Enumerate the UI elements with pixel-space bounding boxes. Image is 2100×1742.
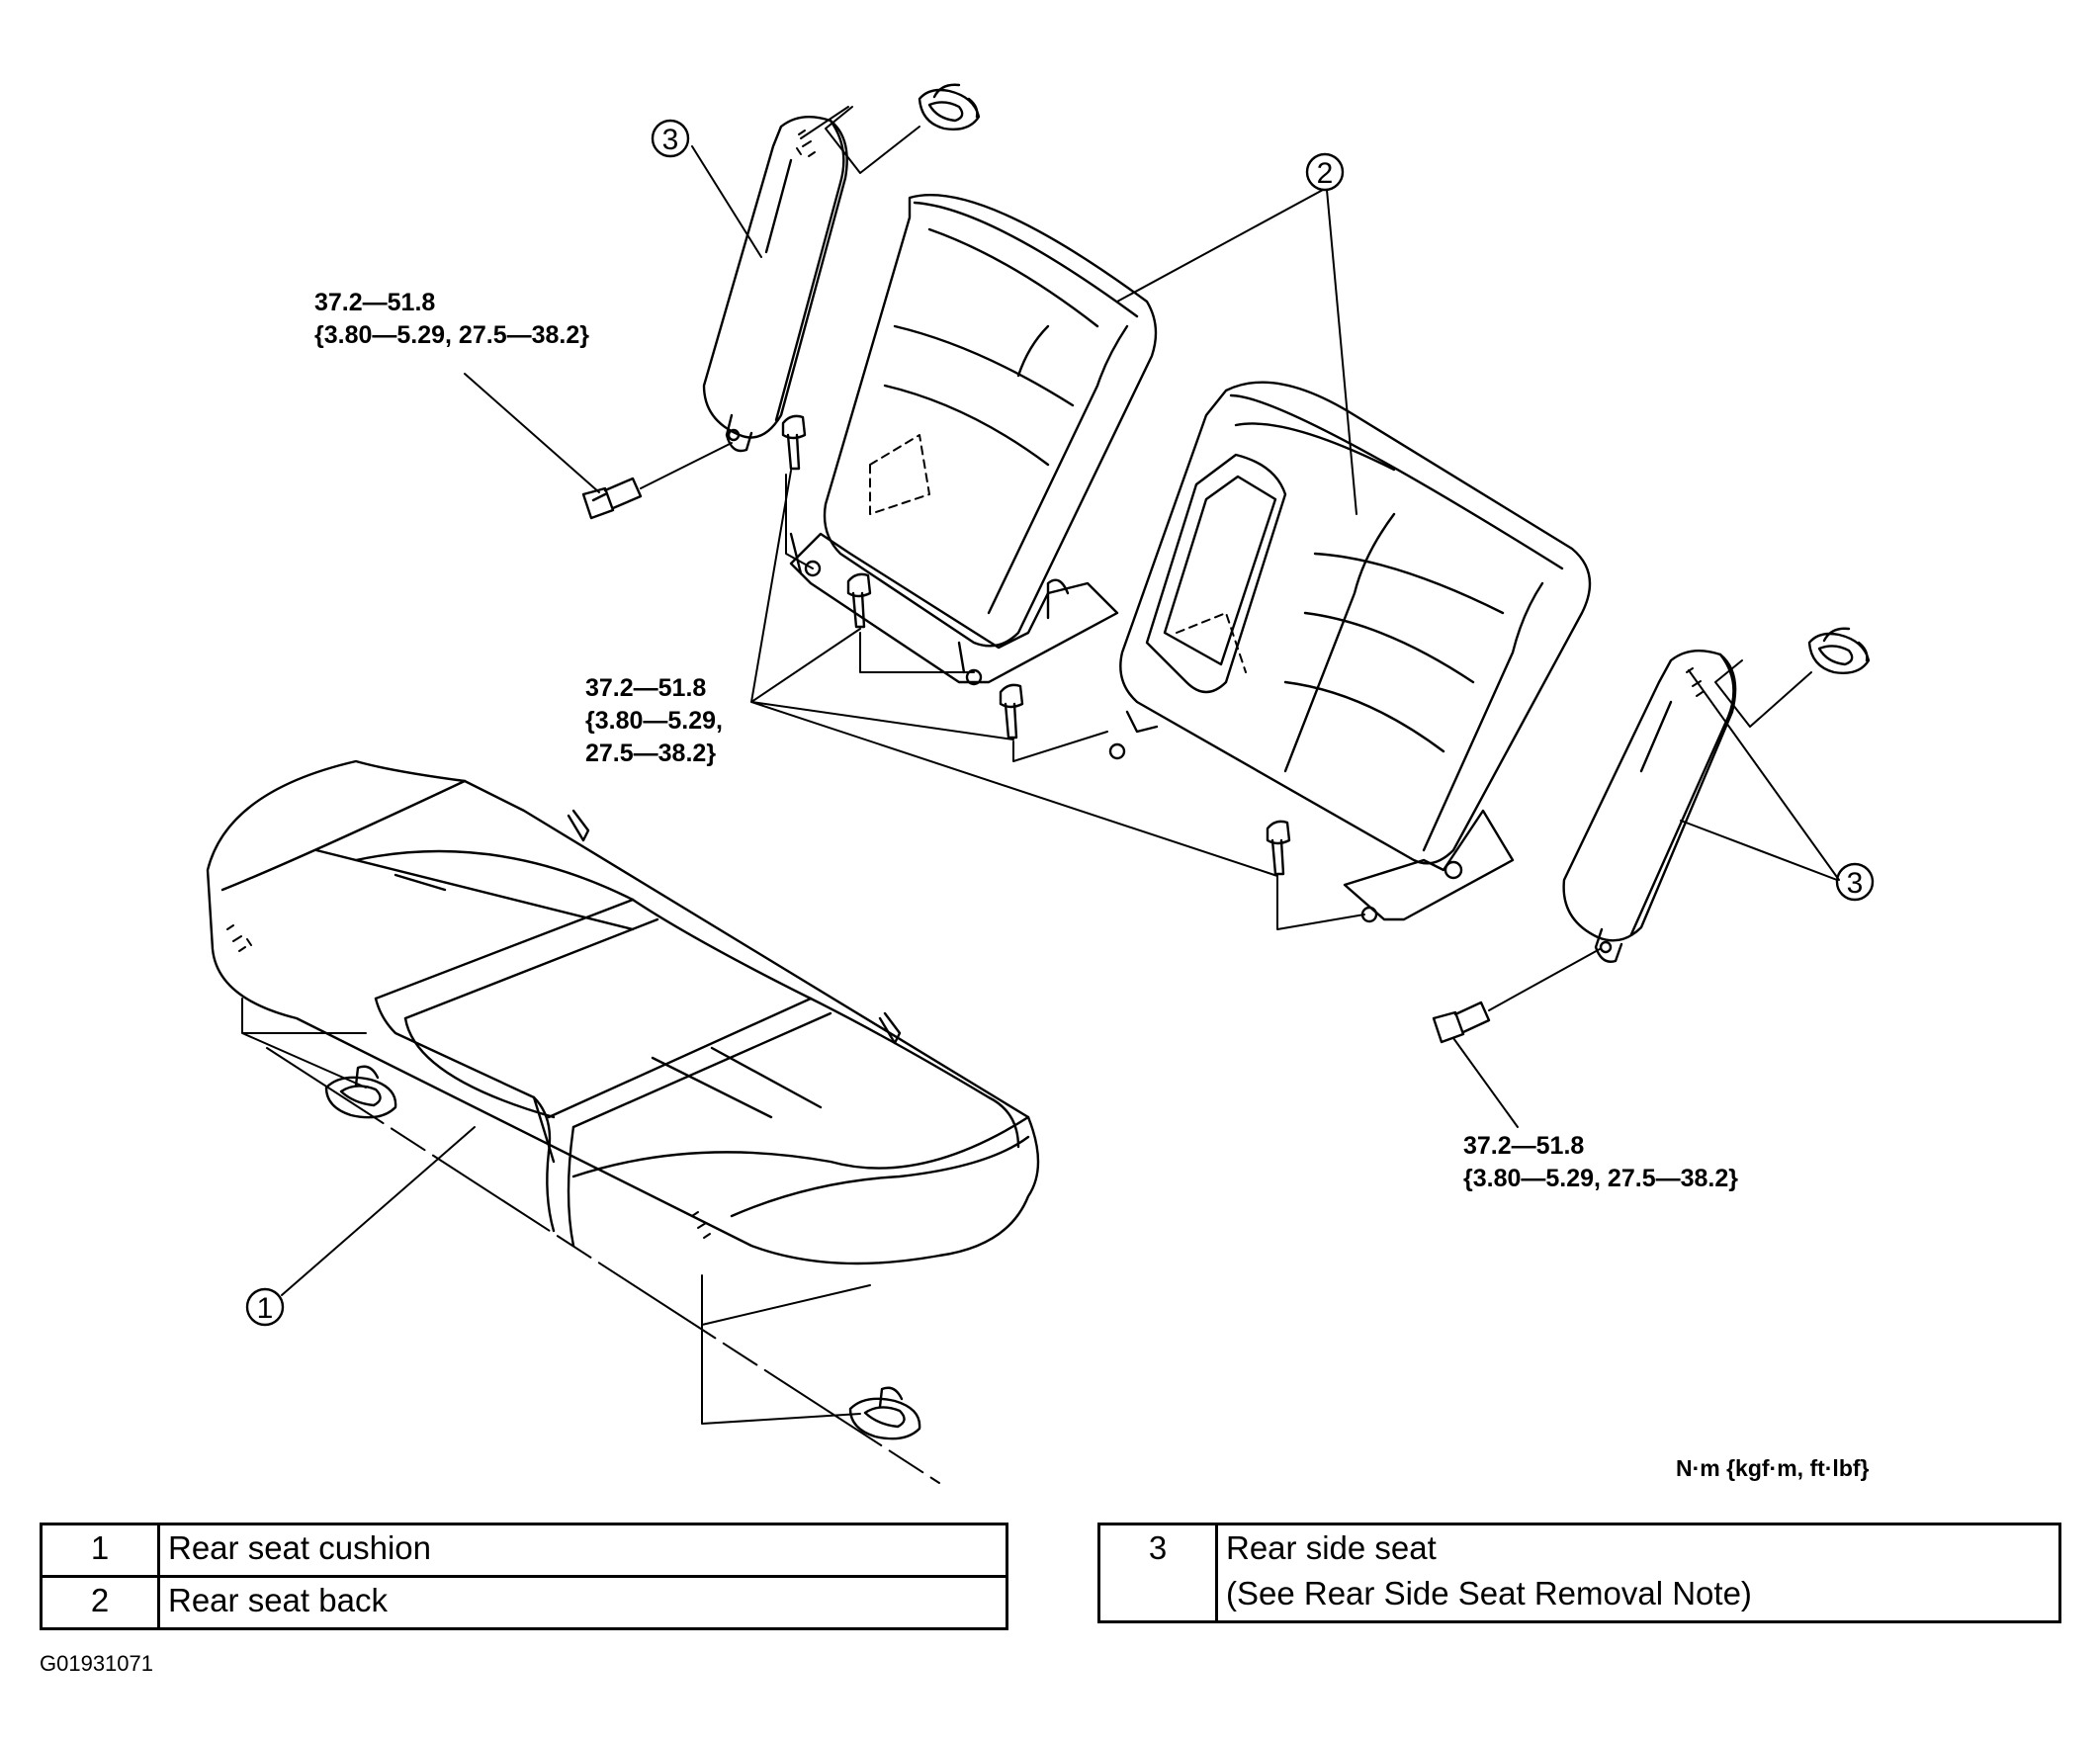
callout-3-right: 3 [1835,862,1875,902]
part-name-cell: Rear side seat (See Rear Side Seat Remov… [1215,1523,2061,1623]
torque-alt-units: {3.80—5.29, 27.5—38.2} [314,321,589,349]
bolt-side-seat-right [1432,1001,1491,1044]
bolt-seat-back-2 [846,572,872,629]
clip-top-left [918,83,981,131]
part-number: 1 [40,1523,160,1578]
part-number: 3 [1097,1523,1218,1623]
part-name: Rear seat cushion [157,1523,1008,1578]
cushion-hook-left [324,1065,397,1119]
svg-text:2: 2 [1317,157,1334,190]
table-row: 1 Rear seat cushion [40,1523,1008,1578]
torque-alt-units: {3.80—5.29, 27.5—38.2} [1463,1165,1738,1192]
table-row: 2 Rear seat back [40,1575,1008,1630]
callout-2: 2 [1305,152,1345,192]
callout-3-left: 3 [651,119,690,158]
torque-value: 37.2—51.8 [1463,1132,1585,1160]
torque-value: 37.2—51.8 [314,289,436,316]
torque-unit-legend: N·m {kgf·m, ft·lbf} [1676,1455,1870,1481]
figure-code: G01931071 [40,1651,153,1676]
bolt-side-seat-left [581,477,643,520]
parts-table-right: 3 Rear side seat (See Rear Side Seat Rem… [1097,1523,2061,1623]
rear-seat-back-left [789,194,1158,686]
rear-seat-back-right [1108,381,1592,923]
svg-text:3: 3 [662,124,679,156]
torque-spec-seat-back: 37.2—51.8 {3.80—5.29, 27.5—38.2} [585,672,723,770]
torque-value: 37.2—51.8 [585,674,707,702]
callout-1: 1 [245,1287,285,1327]
parts-table-left: 1 Rear seat cushion 2 Rear seat back [40,1523,1008,1630]
bolt-seat-back-3 [999,683,1024,740]
svg-text:3: 3 [1847,867,1864,900]
table-row: 3 Rear side seat (See Rear Side Seat Rem… [1097,1523,2061,1623]
cushion-hook-right [848,1386,921,1440]
clip-top-right [1807,627,1871,674]
part-number: 2 [40,1575,160,1630]
rear-side-seat-right [1562,649,1737,963]
bolt-seat-back-1 [781,414,807,471]
torque-alt-units-2: 27.5—38.2} [585,740,717,767]
bolt-seat-back-4 [1266,820,1291,876]
svg-text:1: 1 [257,1292,274,1325]
part-note: (See Rear Side Seat Removal Note) [1226,1575,1752,1611]
part-name: Rear seat back [157,1575,1008,1630]
part-name: Rear side seat [1226,1529,1437,1566]
torque-spec-side-seat-right: 37.2—51.8 {3.80—5.29, 27.5—38.2} [1463,1130,1738,1195]
rear-side-seat-left [702,115,848,453]
torque-alt-units-1: {3.80—5.29, [585,707,723,735]
torque-spec-side-seat-left: 37.2—51.8 {3.80—5.29, 27.5—38.2} [314,287,589,352]
rear-seat-cushion [206,759,1040,1265]
